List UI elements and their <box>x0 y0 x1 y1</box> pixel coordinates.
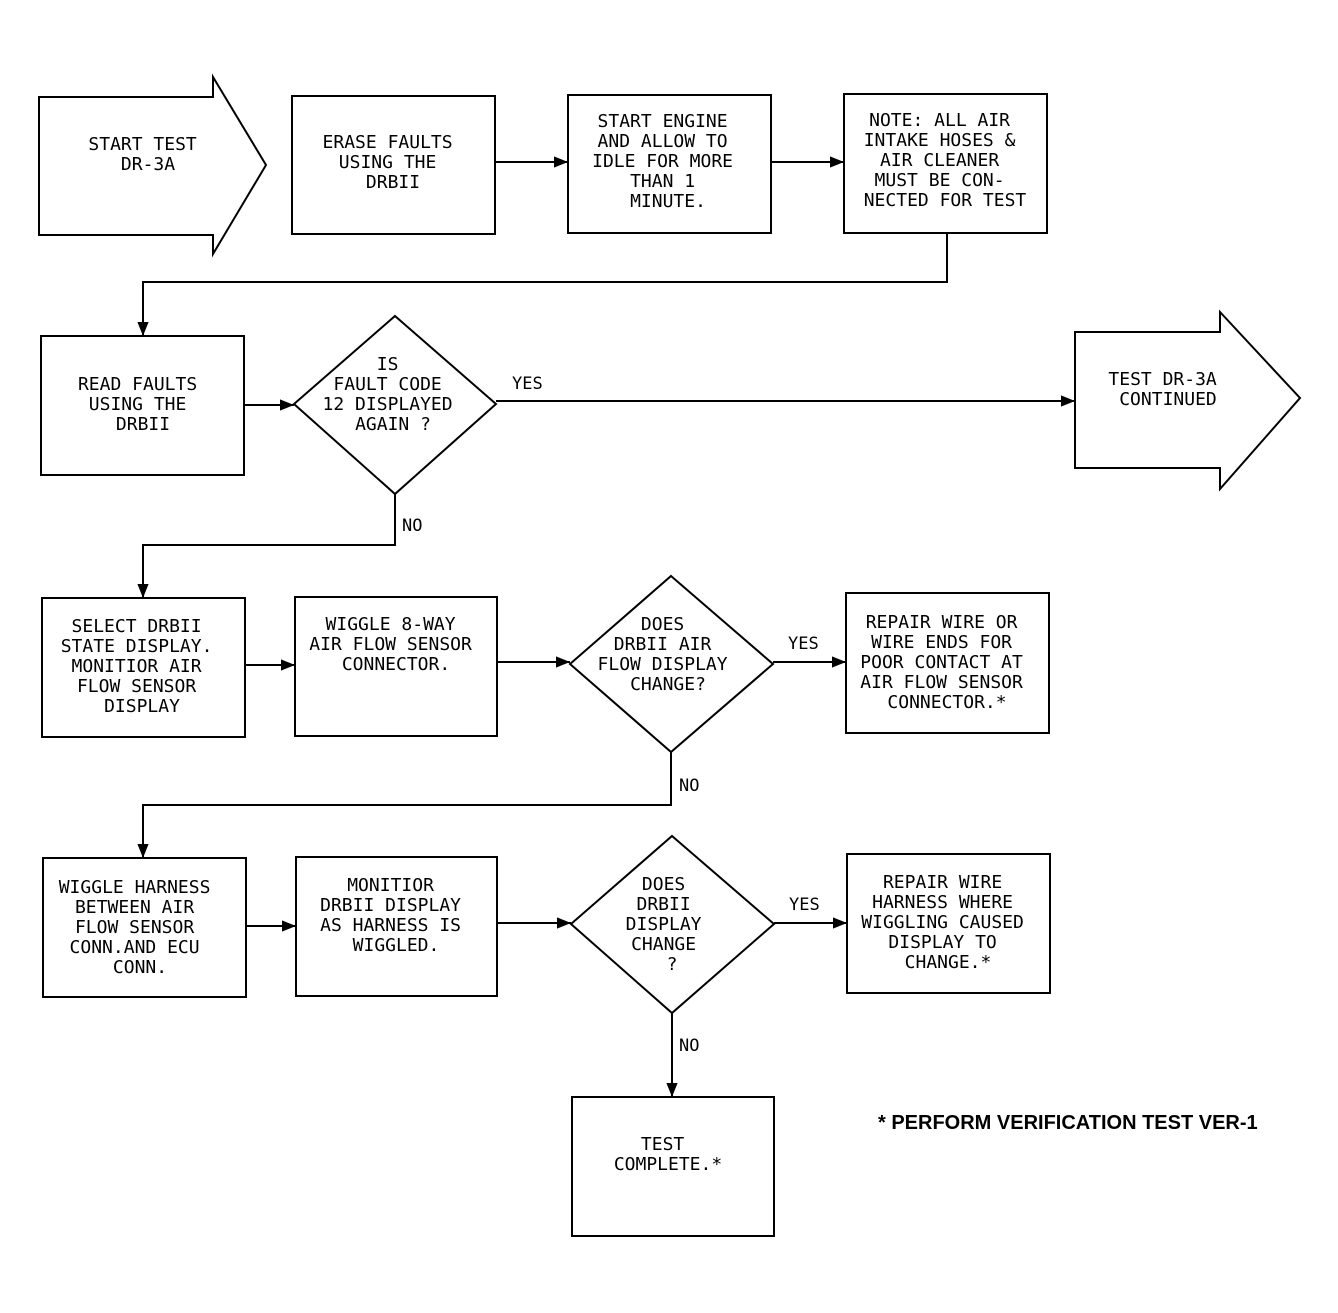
node-repair-harness: REPAIR WIRE HARNESS WHERE WIGGLING CAUSE… <box>846 853 1051 994</box>
edge-label-yes-fault-code: YES <box>512 374 543 394</box>
node-note-hoses-text: NOTE: ALL AIR INTAKE HOSES & AIR CLEANER… <box>864 110 1027 211</box>
arrow-decision-1-no <box>137 494 396 598</box>
node-note-hoses: NOTE: ALL AIR INTAKE HOSES & AIR CLEANER… <box>843 93 1048 234</box>
node-monitor-display: MONITIOR DRBII DISPLAY AS HARNESS IS WIG… <box>295 856 498 997</box>
node-repair-wire-ends-text: REPAIR WIRE OR WIRE ENDS FOR POOR CONTAC… <box>860 612 1033 713</box>
edge-label-yes-air-flow: YES <box>788 634 819 654</box>
edge-label-yes-display: YES <box>789 895 820 915</box>
node-start-test-text: START TEST DR-3A <box>88 134 207 175</box>
node-test-complete-text: TEST COMPLETE.* <box>614 1134 722 1175</box>
node-wiggle-8way-text: WIGGLE 8-WAY AIR FLOW SENSOR CONNECTOR. <box>309 614 482 675</box>
node-read-faults: READ FAULTS USING THE DRBII <box>40 335 245 476</box>
node-erase-faults-text: ERASE FAULTS USING THE DRBII <box>323 132 464 193</box>
footnote-verification: * PERFORM VERIFICATION TEST VER-1 <box>878 1112 1258 1134</box>
node-wiggle-harness-text: WIGGLE HARNESS BETWEEN AIR FLOW SENSOR C… <box>59 877 222 978</box>
node-erase-faults: ERASE FAULTS USING THE DRBII <box>291 95 496 235</box>
node-start-test: START TEST DR-3A <box>38 73 268 258</box>
node-read-faults-text: READ FAULTS USING THE DRBII <box>78 374 208 435</box>
node-test-continued: TEST DR-3A CONTINUED <box>1074 309 1302 492</box>
node-test-continued-text: TEST DR-3A CONTINUED <box>1108 369 1227 410</box>
node-repair-harness-text: REPAIR WIRE HARNESS WHERE WIGGLING CAUSE… <box>861 872 1034 973</box>
edge-label-no-display: NO <box>679 1036 699 1056</box>
decision-fault-code-12: IS FAULT CODE 12 DISPLAYED AGAIN ? <box>292 314 498 496</box>
node-start-engine-text: START ENGINE AND ALLOW TO IDLE FOR MORE … <box>592 111 744 212</box>
decision-display-change: DOES DRBII DISPLAY CHANGE ? <box>569 834 776 1015</box>
node-select-display: SELECT DRBII STATE DISPLAY. MONITIOR AIR… <box>41 597 246 738</box>
node-wiggle-8way: WIGGLE 8-WAY AIR FLOW SENSOR CONNECTOR. <box>294 596 498 737</box>
arrow-decision-2-no <box>137 752 672 858</box>
edge-label-no-air-flow: NO <box>679 776 699 796</box>
node-wiggle-harness: WIGGLE HARNESS BETWEEN AIR FLOW SENSOR C… <box>42 857 247 998</box>
node-repair-wire-ends: REPAIR WIRE OR WIRE ENDS FOR POOR CONTAC… <box>845 592 1050 734</box>
edge-label-no-fault-code: NO <box>402 516 422 536</box>
node-select-display-text: SELECT DRBII STATE DISPLAY. MONITIOR AIR… <box>61 616 224 717</box>
node-start-engine: START ENGINE AND ALLOW TO IDLE FOR MORE … <box>567 94 772 234</box>
node-test-complete: TEST COMPLETE.* <box>571 1096 775 1237</box>
node-monitor-display-text: MONITIOR DRBII DISPLAY AS HARNESS IS WIG… <box>320 875 472 956</box>
decision-air-flow-display-change: DOES DRBII AIR FLOW DISPLAY CHANGE? <box>568 574 775 754</box>
decision-air-flow-display-change-text: DOES DRBII AIR FLOW DISPLAY CHANGE? <box>598 614 739 695</box>
decision-fault-code-12-text: IS FAULT CODE 12 DISPLAYED AGAIN ? <box>323 354 464 435</box>
decision-display-change-text: DOES DRBII DISPLAY CHANGE ? <box>626 874 713 975</box>
arrow-note-to-read-faults <box>137 233 948 336</box>
